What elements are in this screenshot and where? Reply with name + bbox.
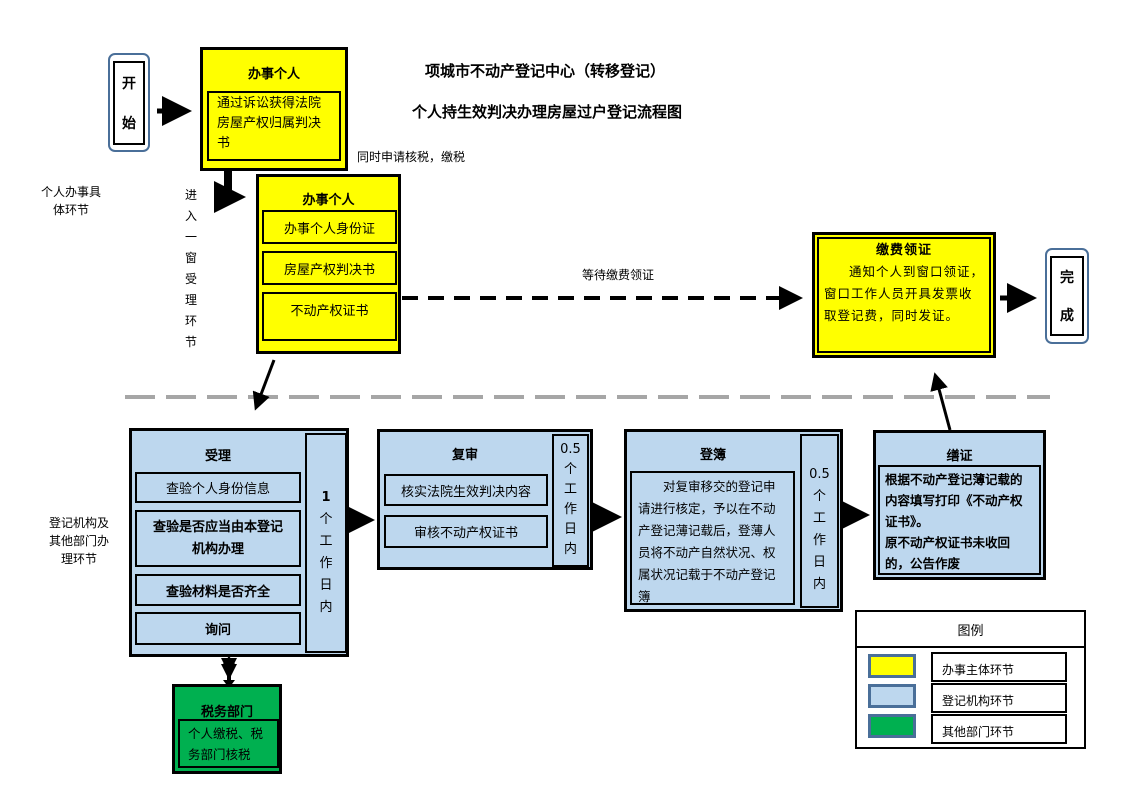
window-char: 节 [184, 335, 197, 349]
fee-body: 通知个人到窗口领证，窗口工作人员开具发票收取登记费，同时发证。 [824, 264, 985, 323]
duration-char: 内 [563, 542, 577, 557]
duration-char: 日 [563, 522, 577, 537]
legend-label: 其他部门环节 [931, 714, 1067, 744]
register-body: 对复审移交的登记申请进行核定，予以在不动产登记薄记载后，登薄人员将不动产自然状况… [630, 471, 795, 605]
step2-item-judgment: 房屋产权判决书 [262, 251, 397, 285]
arrow-step2-to-accept [252, 359, 276, 411]
diagram-title-line2: 个人持生效判决办理房屋过户登记流程图 [412, 103, 683, 121]
accept-box: 受理 查验个人身份信息 查验是否应当由本登记机构办理 查验材料是否齐全 询问 1… [129, 428, 349, 657]
label-wait-fee: 等待缴费领证 [582, 268, 655, 282]
stage-label-window: 进 入 一 窗 受 理 环 节 [183, 185, 199, 353]
step1-box: 办事个人 通过诉讼获得法院房屋产权归属判决书 [200, 47, 348, 171]
legend-swatch-green [868, 714, 916, 738]
legend-swatch-yellow [868, 654, 916, 678]
fee-box: 缴费领证 通知个人到窗口领证，窗口工作人员开具发票收取登记费，同时发证。 [812, 232, 996, 358]
step2-box: 办事个人 办事个人身份证 房屋产权判决书 不动产权证书 [256, 174, 401, 354]
certify-box: 缮证 根据不动产登记薄记载的内容填写打印《不动产权证书》。 原不动产权证书未收回… [873, 430, 1046, 580]
diagram-title-line1: 项城市不动产登记中心（转移登记） [425, 62, 666, 80]
step2-item-certificate: 不动产权证书 [262, 292, 397, 341]
label-apply-tax: 同时申请核税，缴税 [357, 150, 466, 164]
window-char: 窗 [184, 251, 197, 265]
window-char: 入 [184, 209, 197, 223]
duration-char: 日 [319, 578, 333, 593]
review-head: 复审 [451, 448, 478, 463]
fee-inner: 缴费领证 通知个人到窗口领证，窗口工作人员开具发票收取登记费，同时发证。 [817, 237, 991, 353]
arrow-step1-to-step2 [214, 170, 246, 213]
accept-item-id: 查验个人身份信息 [135, 472, 301, 503]
duration-char: 个 [812, 489, 826, 504]
certify-head: 缮证 [946, 449, 973, 464]
duration-char: 内 [319, 600, 333, 615]
register-duration: 0.5 个 工 作 日 内 [800, 434, 839, 608]
duration-char: 个 [563, 462, 577, 477]
legend-label: 登记机构环节 [931, 683, 1067, 713]
certify-body: 根据不动产登记薄记载的内容填写打印《不动产权证书》。 原不动产权证书未收回的，公… [878, 465, 1041, 575]
legend-swatch-blue [868, 684, 916, 708]
finish-terminal: 完 成 [1045, 248, 1089, 344]
accept-duration: 1 个 工 作 日 内 [305, 433, 347, 653]
accept-item-inquiry: 询问 [135, 612, 301, 645]
duration-char: 作 [812, 533, 826, 548]
step1-body: 通过诉讼获得法院房屋产权归属判决书 [207, 91, 341, 161]
accept-item-jurisdiction: 查验是否应当由本登记机构办理 [135, 510, 301, 567]
stage-label-agency: 登记机构及其他部门办理环节 [48, 516, 109, 566]
duration-char: 工 [563, 482, 577, 497]
duration-char: 1 [321, 490, 331, 505]
legend-title: 图例 [857, 612, 1084, 648]
duration-char: 0.5 [809, 467, 830, 482]
register-head: 登簿 [699, 448, 726, 463]
review-item-certificate: 审核不动产权证书 [384, 515, 548, 548]
certify-body-1: 根据不动产登记薄记载的内容填写打印《不动产权证书》。 [885, 472, 1023, 529]
start-char-1: 开 [122, 76, 136, 92]
review-item-judgment: 核实法院生效判决内容 [384, 474, 548, 506]
legend-label: 办事主体环节 [931, 652, 1067, 682]
duration-char: 作 [563, 502, 577, 517]
review-duration: 0.5 个 工 作 日 内 [552, 434, 589, 567]
window-char: 理 [184, 293, 197, 307]
accept-item-materials: 查验材料是否齐全 [135, 574, 301, 606]
duration-char: 工 [319, 534, 333, 549]
tax-head: 税务部门 [200, 705, 253, 720]
window-char: 受 [184, 272, 197, 286]
window-char: 进 [184, 188, 197, 202]
review-box: 复审 核实法院生效判决内容 审核不动产权证书 0.5 个 工 作 日 内 [377, 429, 593, 570]
finish-char-1: 完 [1060, 270, 1074, 286]
window-char: 一 [184, 230, 197, 244]
step2-head: 办事个人 [302, 193, 355, 208]
start-terminal: 开 始 [108, 53, 150, 152]
stage-label-individual: 个人办事具体环节 [40, 185, 101, 217]
tax-box: 税务部门 个人缴税、税务部门核税 [172, 684, 282, 774]
duration-char: 工 [812, 511, 826, 526]
duration-char: 内 [812, 577, 826, 592]
arrow-certify-to-fee [930, 372, 952, 431]
tax-body: 个人缴税、税务部门核税 [178, 719, 279, 768]
accept-head: 受理 [204, 449, 231, 464]
step2-item-id: 办事个人身份证 [262, 210, 397, 244]
duration-char: 0.5 [560, 442, 581, 457]
step1-head: 办事个人 [247, 67, 300, 82]
register-box: 登簿 对复审移交的登记申请进行核定，予以在不动产登记薄记载后，登薄人员将不动产自… [624, 429, 843, 612]
start-char-2: 始 [122, 116, 136, 132]
duration-char: 作 [319, 556, 333, 571]
legend: 图例 办事主体环节 登记机构环节 其他部门环节 [855, 610, 1086, 749]
window-char: 环 [184, 314, 197, 328]
finish-char-2: 成 [1060, 308, 1074, 324]
duration-char: 日 [812, 555, 826, 570]
duration-char: 个 [319, 512, 333, 527]
fee-head: 缴费领证 [875, 243, 932, 258]
certify-body-2: 原不动产权证书未收回的，公告作废 [885, 535, 1011, 571]
